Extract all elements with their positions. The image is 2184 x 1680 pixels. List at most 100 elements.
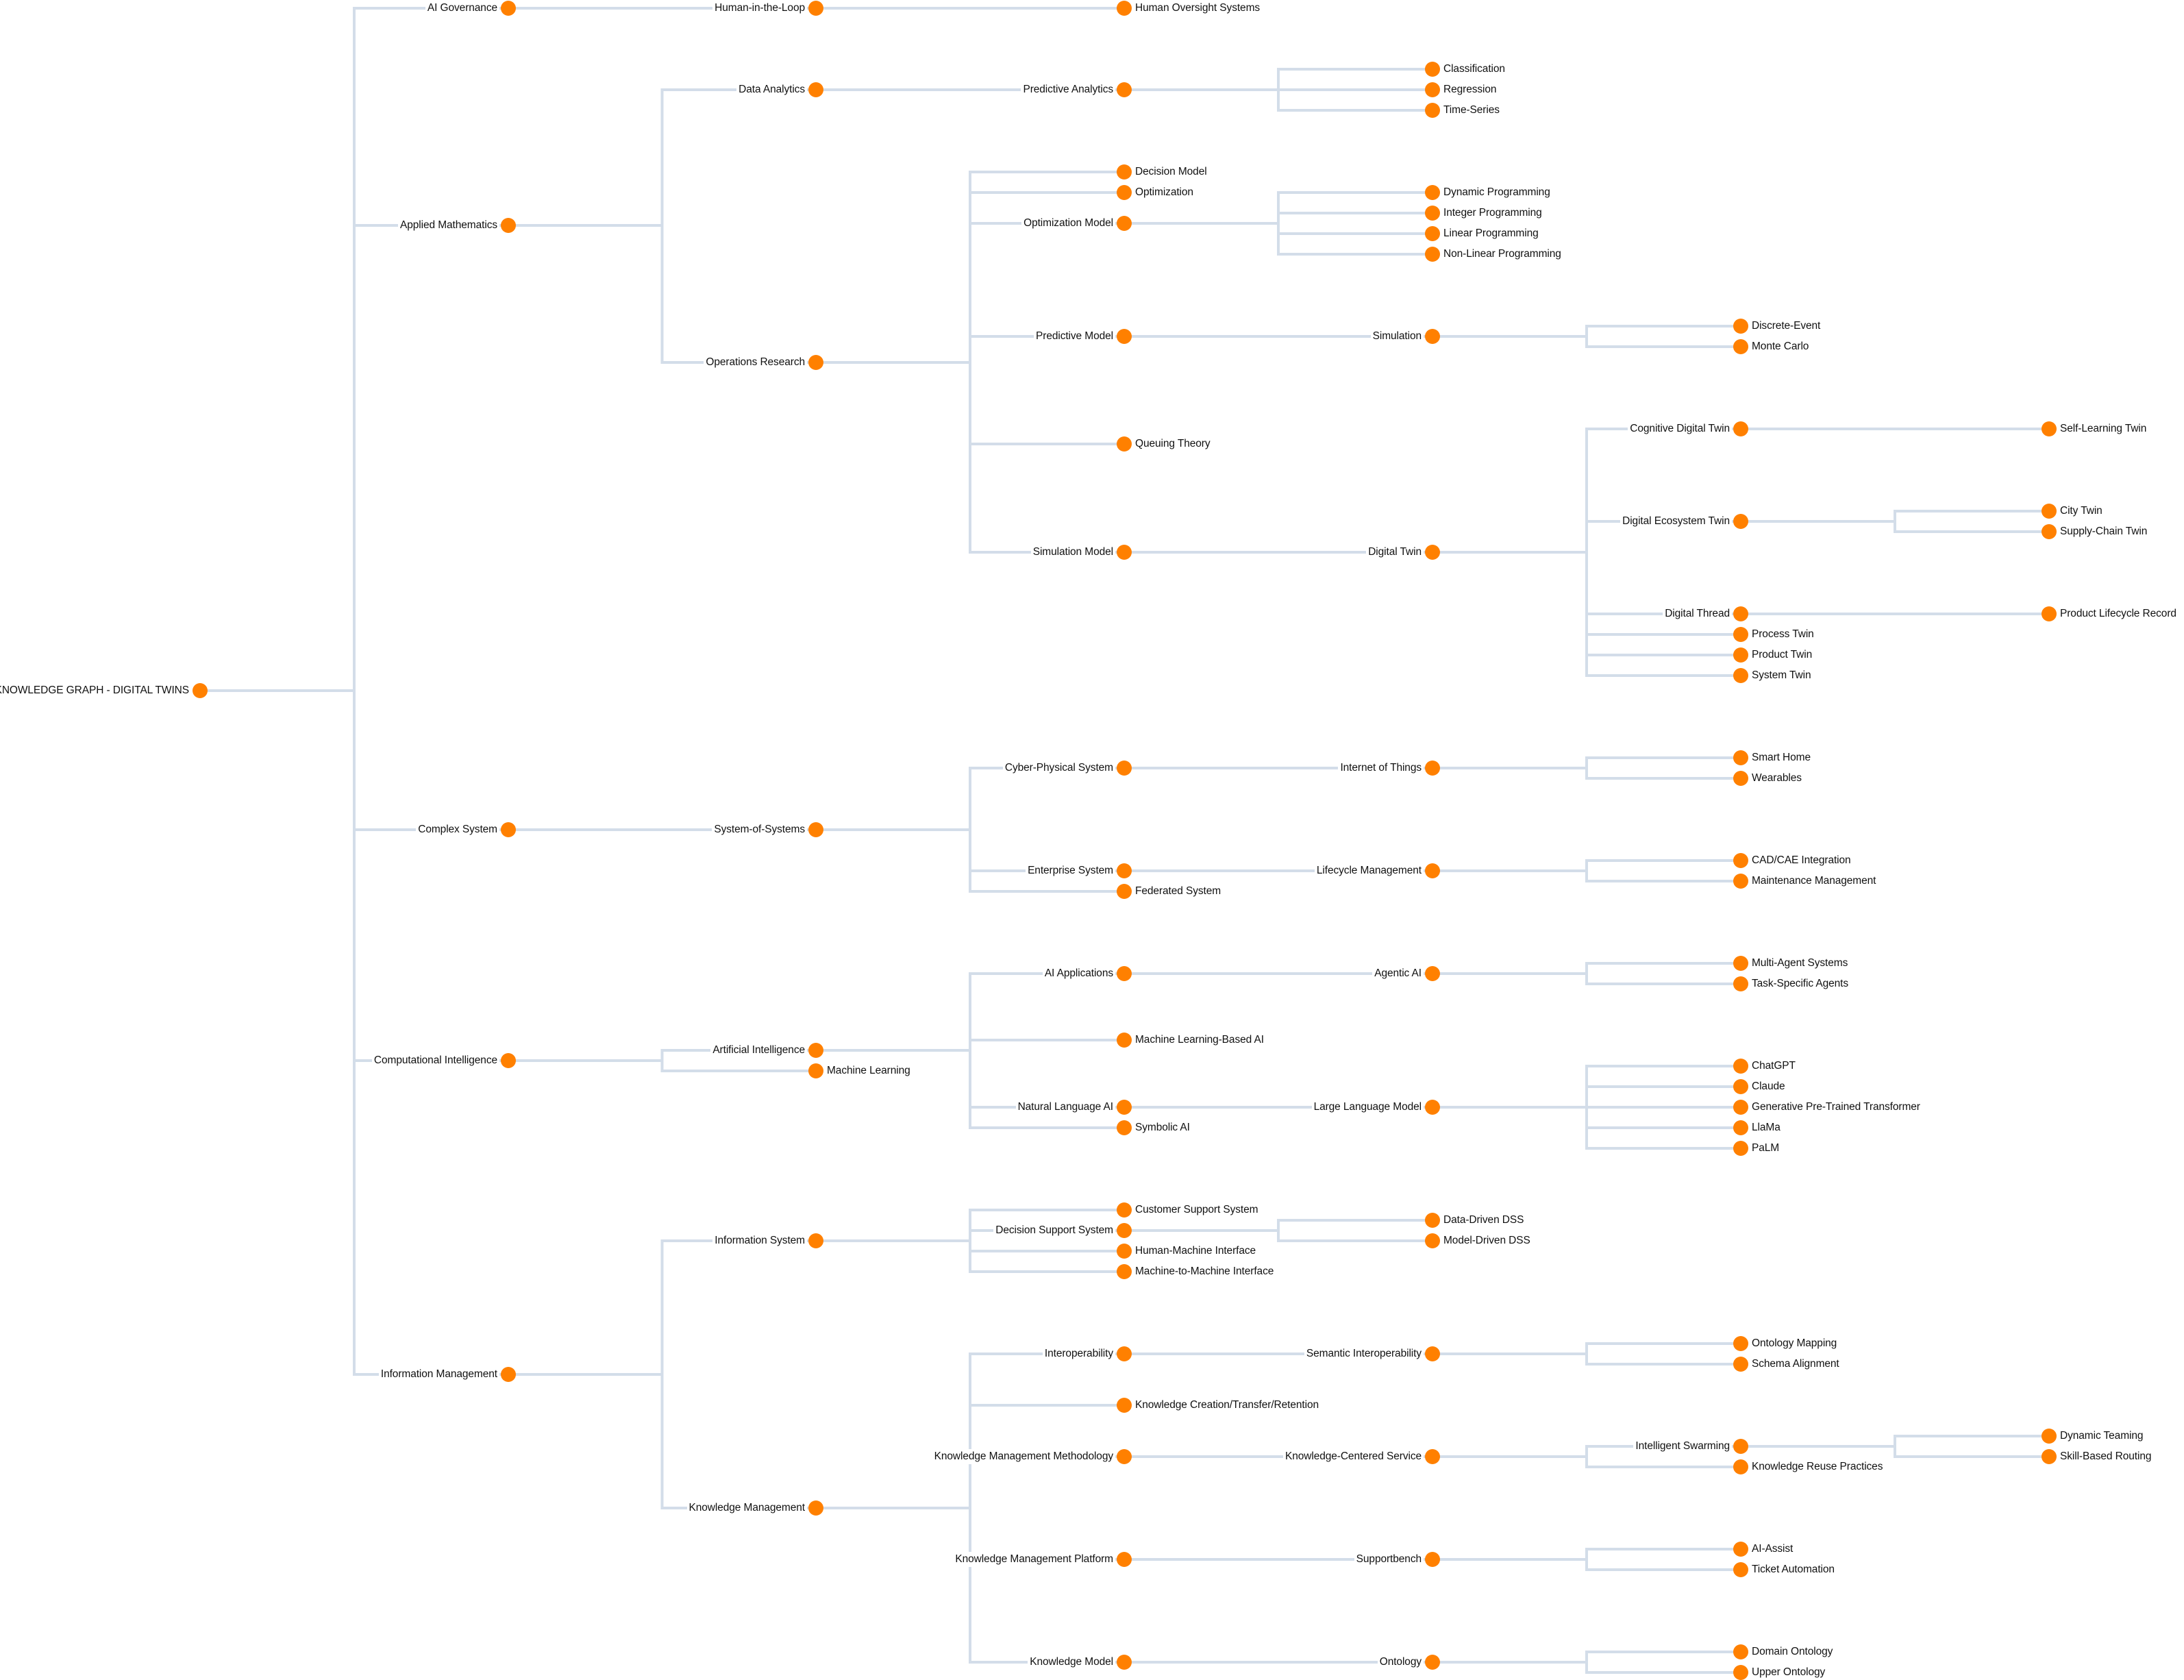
node-circle-icon[interactable]	[1425, 103, 1440, 118]
node-label[interactable]: Simulation Model	[1030, 545, 1115, 560]
node-label[interactable]: Ontology Mapping	[1750, 1336, 1839, 1351]
node-circle-icon[interactable]	[1733, 956, 1748, 971]
node-label[interactable]: City Twin	[2058, 504, 2105, 519]
node-label[interactable]: Product Lifecycle Record	[2058, 606, 2179, 621]
node-label[interactable]: Digital Twin	[1366, 545, 1424, 560]
node-circle-icon[interactable]	[808, 822, 823, 837]
node-label[interactable]: Dynamic Programming	[1441, 185, 1552, 200]
node-label[interactable]: Knowledge Management Methodology	[932, 1449, 1115, 1464]
node-circle-icon[interactable]	[1117, 216, 1132, 231]
node-circle-icon[interactable]	[501, 822, 516, 837]
node-label[interactable]: Information System	[712, 1233, 807, 1248]
node-label[interactable]: Schema Alignment	[1750, 1357, 1841, 1372]
node-circle-icon[interactable]	[1117, 1244, 1132, 1259]
node-label[interactable]: Predictive Model	[1034, 329, 1115, 344]
node-circle-icon[interactable]	[1733, 853, 1748, 868]
node-circle-icon[interactable]	[1733, 976, 1748, 991]
node-circle-icon[interactable]	[1733, 319, 1748, 334]
node-circle-icon[interactable]	[1117, 1346, 1132, 1361]
node-circle-icon[interactable]	[1425, 1213, 1440, 1228]
node-circle-icon[interactable]	[1117, 1398, 1132, 1413]
node-label[interactable]: Computational Intelligence	[371, 1053, 499, 1068]
node-label[interactable]: System-of-Systems	[712, 822, 807, 837]
node-circle-icon[interactable]	[1733, 1357, 1748, 1372]
node-circle-icon[interactable]	[1733, 1439, 1748, 1454]
node-circle-icon[interactable]	[1733, 1141, 1748, 1156]
node-circle-icon[interactable]	[2042, 606, 2057, 621]
node-circle-icon[interactable]	[1733, 1459, 1748, 1474]
node-circle-icon[interactable]	[1733, 1644, 1748, 1659]
node-label[interactable]: Applied Mathematics	[398, 218, 499, 233]
node-circle-icon[interactable]	[2042, 524, 2057, 539]
node-circle-icon[interactable]	[808, 82, 823, 97]
node-circle-icon[interactable]	[1425, 761, 1440, 776]
node-circle-icon[interactable]	[1117, 761, 1132, 776]
node-label[interactable]: Dynamic Teaming	[2058, 1429, 2146, 1444]
node-circle-icon[interactable]	[1733, 1120, 1748, 1135]
node-label[interactable]: Human-in-the-Loop	[712, 1, 807, 16]
node-label[interactable]: Supply-Chain Twin	[2058, 524, 2150, 539]
node-label[interactable]: Complex System	[416, 822, 499, 837]
node-circle-icon[interactable]	[1733, 668, 1748, 683]
node-label[interactable]: Knowledge Model	[1028, 1655, 1115, 1670]
node-label[interactable]: Federated System	[1133, 884, 1224, 899]
node-circle-icon[interactable]	[1425, 247, 1440, 262]
node-label[interactable]: Machine Learning	[825, 1063, 913, 1078]
node-label[interactable]: Decision Support System	[993, 1223, 1115, 1238]
node-label[interactable]: Multi-Agent Systems	[1750, 956, 1850, 971]
node-label[interactable]: Supportbench	[1354, 1552, 1424, 1567]
node-circle-icon[interactable]	[1733, 874, 1748, 889]
node-label[interactable]: Integer Programming	[1441, 206, 1544, 221]
node-label[interactable]: AI Governance	[425, 1, 499, 16]
node-label[interactable]: Upper Ontology	[1750, 1665, 1828, 1680]
node-label[interactable]: Large Language Model	[1311, 1100, 1424, 1115]
node-label[interactable]: ChatGPT	[1750, 1059, 1798, 1074]
node-circle-icon[interactable]	[1425, 1449, 1440, 1464]
node-circle-icon[interactable]	[1733, 1542, 1748, 1557]
node-circle-icon[interactable]	[1117, 1449, 1132, 1464]
node-label[interactable]: Intelligent Swarming	[1633, 1439, 1732, 1454]
node-circle-icon[interactable]	[1117, 1655, 1132, 1670]
node-label[interactable]: Agentic AI	[1372, 966, 1424, 981]
node-circle-icon[interactable]	[501, 1367, 516, 1382]
node-circle-icon[interactable]	[1733, 771, 1748, 786]
node-circle-icon[interactable]	[501, 1, 516, 16]
node-circle-icon[interactable]	[1425, 1233, 1440, 1248]
node-label[interactable]: Information Management	[378, 1367, 499, 1382]
node-circle-icon[interactable]	[1117, 436, 1132, 452]
node-label[interactable]: Knowledge Reuse Practices	[1750, 1459, 1885, 1474]
node-label[interactable]: Interoperability	[1042, 1346, 1115, 1361]
node-circle-icon[interactable]	[193, 683, 208, 698]
node-label[interactable]: Decision Model	[1133, 164, 1209, 180]
node-circle-icon[interactable]	[1117, 1264, 1132, 1279]
node-label[interactable]: Machine Learning-Based AI	[1133, 1033, 1266, 1048]
node-label[interactable]: Product Twin	[1750, 647, 1815, 663]
node-circle-icon[interactable]	[808, 1043, 823, 1058]
node-label[interactable]: Internet of Things	[1338, 761, 1424, 776]
node-label[interactable]: AI Applications	[1042, 966, 1115, 981]
node-circle-icon[interactable]	[1425, 1346, 1440, 1361]
node-label[interactable]: Simulation	[1370, 329, 1424, 344]
node-label[interactable]: Natural Language AI	[1015, 1100, 1115, 1115]
node-label[interactable]: KNOWLEDGE GRAPH - DIGITAL TWINS	[0, 683, 191, 698]
node-circle-icon[interactable]	[1425, 1100, 1440, 1115]
node-circle-icon[interactable]	[2042, 1449, 2057, 1464]
node-circle-icon[interactable]	[808, 1500, 823, 1516]
node-circle-icon[interactable]	[1733, 421, 1748, 436]
node-label[interactable]: Symbolic AI	[1133, 1120, 1192, 1135]
node-circle-icon[interactable]	[1733, 647, 1748, 663]
node-label[interactable]: Cyber-Physical System	[1002, 761, 1115, 776]
node-label[interactable]: Customer Support System	[1133, 1202, 1261, 1218]
node-label[interactable]: Artificial Intelligence	[710, 1043, 807, 1058]
node-circle-icon[interactable]	[501, 218, 516, 233]
node-label[interactable]: Wearables	[1750, 771, 1804, 786]
node-label[interactable]: Optimization	[1133, 185, 1195, 200]
node-circle-icon[interactable]	[1733, 606, 1748, 621]
node-label[interactable]: Lifecycle Management	[1314, 863, 1424, 878]
node-label[interactable]: Knowledge Management Platform	[953, 1552, 1115, 1567]
node-circle-icon[interactable]	[1117, 1552, 1132, 1567]
node-circle-icon[interactable]	[1425, 206, 1440, 221]
node-circle-icon[interactable]	[1733, 339, 1748, 354]
node-label[interactable]: Task-Specific Agents	[1750, 976, 1851, 991]
node-circle-icon[interactable]	[1425, 545, 1440, 560]
